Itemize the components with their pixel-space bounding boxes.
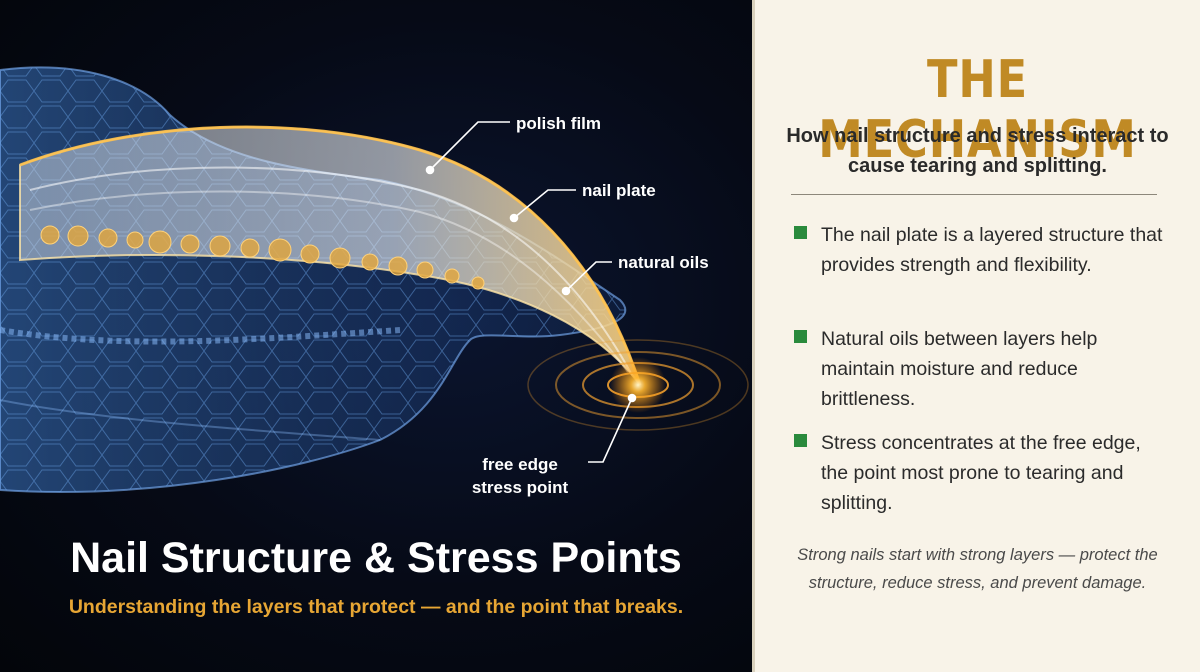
- label-nail-plate: nail plate: [582, 181, 656, 200]
- label-polish-film: polish film: [516, 114, 601, 133]
- tagline: Strong nails start with strong layers — …: [797, 546, 1158, 592]
- illustration-panel: polish film nail plate natural oils free…: [0, 0, 752, 672]
- nail-cross-section-illustration: [0, 66, 749, 493]
- section-divider: [791, 194, 1157, 195]
- label-stress-point: stress point: [471, 478, 569, 497]
- bullet-text: The nail plate is a layered structure th…: [821, 224, 1163, 276]
- callout-leaders: [425, 121, 637, 463]
- natural-oils-bubbles: [40, 225, 485, 290]
- panel-divider: [752, 0, 755, 672]
- label-free-edge: free edge: [482, 455, 558, 474]
- bullet-text: Stress concentrates at the free edge, th…: [821, 432, 1141, 514]
- bullet-text: Natural oils between layers help maintai…: [821, 328, 1098, 410]
- mechanism-subtitle: How nail structure and stress interact t…: [786, 125, 1169, 177]
- page-subtitle: Understanding the layers that protect — …: [68, 596, 684, 618]
- page-title: Nail Structure & Stress Points: [70, 534, 682, 582]
- green-square-bullet-icon: [794, 226, 807, 239]
- label-natural-oils: natural oils: [618, 253, 709, 272]
- mechanism-panel: THE MECHANISM How nail structure and str…: [755, 0, 1200, 672]
- label-free-edge-stress-point: free edge stress point: [456, 453, 584, 499]
- green-square-bullet-icon: [794, 434, 807, 447]
- green-square-bullet-icon: [794, 330, 807, 343]
- mechanism-title: THE MECHANISM: [818, 50, 1137, 170]
- stress-point-glow: [610, 357, 666, 413]
